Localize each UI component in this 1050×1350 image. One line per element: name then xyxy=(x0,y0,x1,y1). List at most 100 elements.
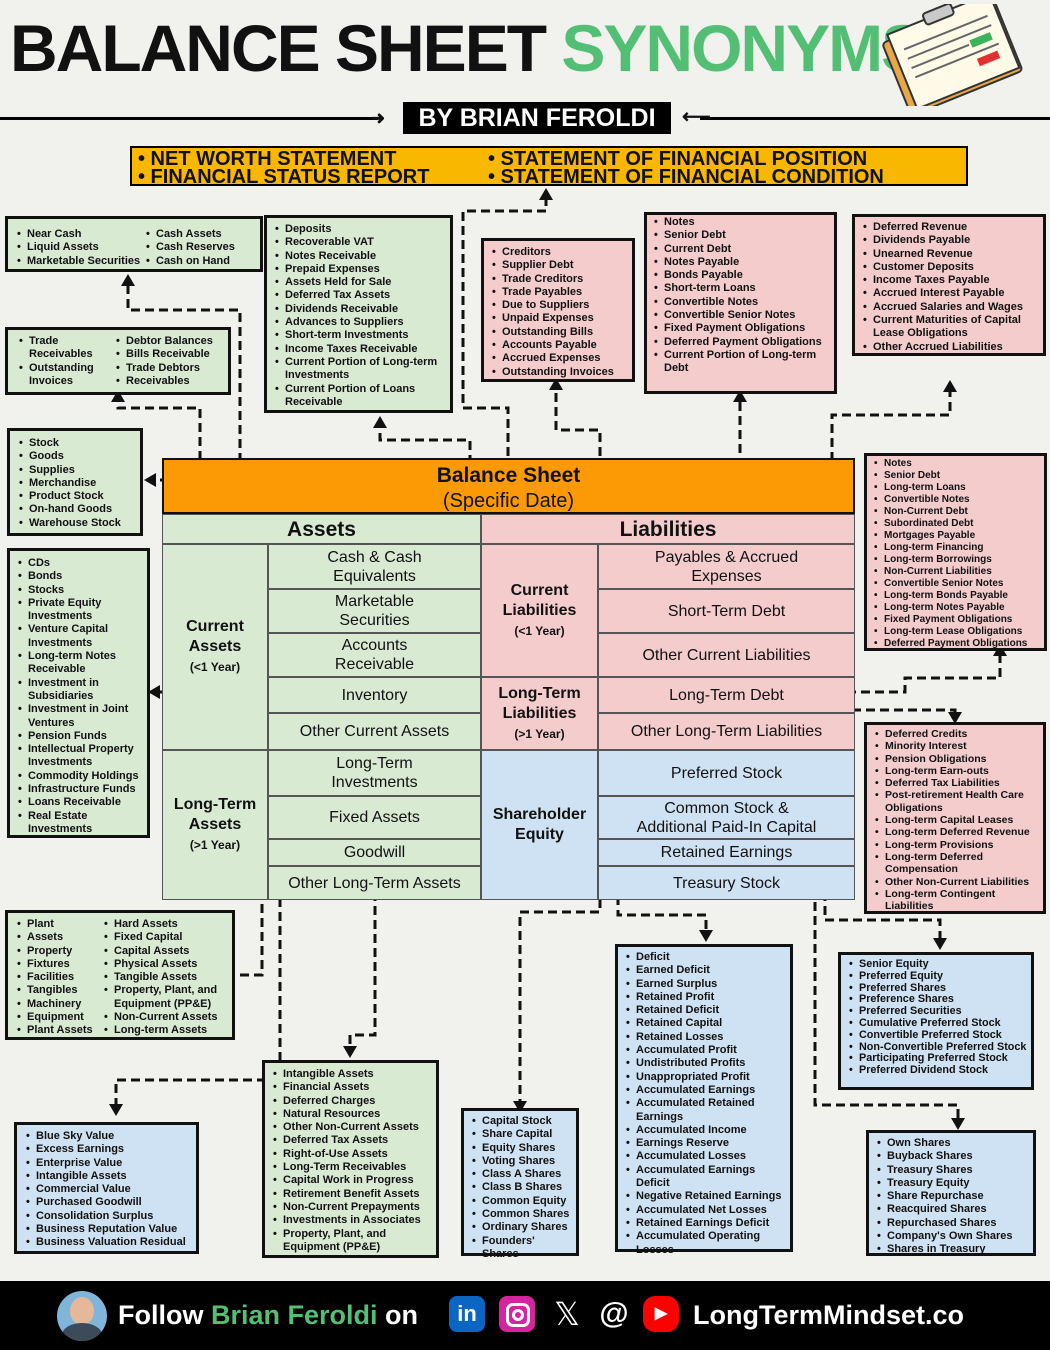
shareholder-equity-title: Shareholder Equity xyxy=(492,806,587,843)
synonym-item: Long-term Deferred Revenue xyxy=(875,826,1041,839)
synonym-item: Buyback Shares xyxy=(877,1150,1030,1164)
item-long-term-investments: Long-Term Investments xyxy=(268,750,481,796)
synonym-item: Long-term Financing xyxy=(874,542,1042,554)
item-goodwill: Goodwill xyxy=(268,839,481,866)
synonym-item: Trade Payables xyxy=(492,286,629,300)
receivables-synonyms-left: Trade ReceivablesOutstanding Invoices xyxy=(16,335,113,388)
synonym-financial-position: • STATEMENT OF FINANCIAL POSITION xyxy=(488,148,868,170)
synonym-item: Financial Assets xyxy=(273,1081,433,1095)
synonym-item: Private Equity Investments xyxy=(18,597,144,624)
synonym-item: Machinery xyxy=(17,998,101,1012)
synonym-item: Prepaid Expenses xyxy=(275,263,446,277)
item-retained-earnings: Retained Earnings xyxy=(598,839,855,866)
long-term-liabilities-term: (>1 Year) xyxy=(514,726,565,741)
synonym-item: Long-term Earn-outs xyxy=(875,765,1041,778)
synonym-item: Outstanding Invoices xyxy=(492,366,629,380)
synonym-item: Short-term Loans xyxy=(654,282,831,296)
footer-website[interactable]: LongTermMindset.co xyxy=(693,1300,965,1330)
retained-earnings-synonyms-list: DeficitEarned DeficitEarned SurplusRetai… xyxy=(623,951,787,1257)
synonym-item: Long-term Assets xyxy=(104,1024,229,1038)
synonym-item: Current Portion of Long-term Investments xyxy=(275,356,446,383)
synonym-item: Dividends Payable xyxy=(863,234,1040,248)
synonym-item: Other Non-Current Assets xyxy=(273,1121,433,1135)
title-accent: SYNONYMS xyxy=(561,11,925,85)
synonym-item: Unpaid Expenses xyxy=(492,312,629,326)
byline-rule-left xyxy=(0,117,378,120)
other-lt-assets-synonyms-box: Intangible AssetsFinancial AssetsDeferre… xyxy=(262,1060,439,1258)
long-term-liabilities-label: Long-Term Liabilities (>1 Year) xyxy=(481,677,598,750)
synonym-item: Product Stock xyxy=(19,490,136,504)
synonym-item: Founders' Shares xyxy=(472,1235,573,1262)
linkedin-icon[interactable]: in xyxy=(449,1296,485,1332)
footer-name: Brian Feroldi xyxy=(211,1300,378,1330)
synonym-item: CDs xyxy=(18,557,144,571)
synonym-item: Goods xyxy=(19,450,136,464)
treasury-stock-synonyms-list: Own SharesBuyback SharesTreasury SharesT… xyxy=(874,1137,1030,1257)
balance-sheet-subtitle: (Specific Date) xyxy=(442,490,575,512)
synonym-item: Share Repurchase xyxy=(877,1190,1030,1204)
threads-icon[interactable]: @ xyxy=(599,1297,629,1330)
other-current-assets-synonyms-box: DepositsRecoverable VATNotes ReceivableP… xyxy=(264,215,453,413)
synonym-item: Accrued Interest Payable xyxy=(863,287,1040,301)
item-other-current-liabilities: Other Current Liabilities xyxy=(598,633,855,677)
synonym-item: Share Capital xyxy=(472,1128,573,1142)
synonym-item: Liquid Assets xyxy=(17,241,143,255)
long-term-assets-term: (>1 Year) xyxy=(189,838,241,852)
instagram-icon[interactable] xyxy=(499,1296,535,1332)
synonym-item: Stock xyxy=(19,437,136,451)
synonym-item: Long-term Borrowings xyxy=(874,554,1042,566)
synonym-item: Supplier Debt xyxy=(492,259,629,273)
synonym-item: Earned Deficit xyxy=(626,964,787,978)
lt-investments-synonyms-list: CDsBondsStocksPrivate Equity Investments… xyxy=(15,557,144,836)
synonym-item: Long-term Loans xyxy=(874,482,1042,494)
item-marketable-securities: Marketable Securities xyxy=(268,589,481,633)
synonym-item: Notes xyxy=(654,216,831,230)
payables-synonyms-list: CreditorsSupplier DebtTrade CreditorsTra… xyxy=(489,246,629,379)
current-assets-term: (<1 Year) xyxy=(189,660,241,674)
synonym-item: Near Cash xyxy=(17,228,143,242)
synonyms-banner: • NET WORTH STATEMENT • FINANCIAL STATUS… xyxy=(130,146,968,187)
synonym-item: Earned Surplus xyxy=(626,978,787,992)
synonym-item: Cash on Hand xyxy=(146,255,256,269)
synonym-item: Accumulated Retained Earnings xyxy=(626,1097,787,1124)
synonym-item: Long-term Lease Obligations xyxy=(874,626,1042,638)
youtube-icon[interactable]: ▶ xyxy=(643,1296,679,1332)
synonym-item: Income Taxes Receivable xyxy=(275,343,446,357)
synonym-item: Capital Stock xyxy=(472,1115,573,1129)
synonym-item: Tangibles xyxy=(17,984,101,998)
synonym-item: Merchandise xyxy=(19,477,136,491)
synonym-item: Deferred Revenue xyxy=(863,221,1040,235)
synonym-item: Excess Earnings xyxy=(26,1143,193,1157)
synonym-item: Retained Deficit xyxy=(626,1004,787,1018)
synonym-item: Preference Shares xyxy=(849,994,1028,1006)
shareholder-equity-label: Shareholder Equity xyxy=(481,750,598,900)
synonym-item: Accumulated Earnings Deficit xyxy=(626,1164,787,1191)
synonym-item: Common Shares xyxy=(472,1208,573,1222)
other-lt-liabilities-synonyms-box: Deferred CreditsMinority InterestPension… xyxy=(864,722,1046,914)
synonym-net-worth: • NET WORTH STATEMENT xyxy=(138,148,397,170)
synonym-item: Current Portion of Long-term Debt xyxy=(654,349,831,376)
synonym-item: Fixtures xyxy=(17,958,101,972)
synonym-item: Current Debt xyxy=(654,243,831,257)
synonym-item: Property xyxy=(17,945,101,959)
synonym-item: Advances to Suppliers xyxy=(275,316,446,330)
synonym-item: Accrued Salaries and Wages xyxy=(863,301,1040,315)
synonym-item: Other Non-Current Liabilities xyxy=(875,876,1041,889)
item-payables: Payables & Accrued Expenses xyxy=(598,544,855,589)
synonym-item: Property, Plant, and Equipment (PP&E) xyxy=(104,984,229,1011)
synonym-item: Deferred Payment Obligations xyxy=(654,336,831,350)
synonym-item: Due to Suppliers xyxy=(492,299,629,313)
fixed-assets-synonyms-right: Hard AssetsFixed CapitalCapital AssetsPh… xyxy=(101,918,229,1038)
synonym-item: Convertible Notes xyxy=(654,296,831,310)
footer: Follow Brian Feroldi on in 𝕏 @ ▶ LongTer… xyxy=(0,1281,1050,1350)
synonym-item: Long-Term Receivables xyxy=(273,1161,433,1175)
synonym-item: Convertible Preferred Stock xyxy=(849,1029,1028,1042)
synonym-item: Notes Payable xyxy=(654,256,831,270)
synonym-item: Cash Assets xyxy=(146,228,256,242)
preferred-stock-synonyms-list: Senior EquityPreferred EquityPreferred S… xyxy=(846,958,1028,1077)
synonym-item: Deferred Tax Assets xyxy=(273,1134,433,1148)
synonym-item: Marketable Securities xyxy=(17,255,143,269)
x-icon[interactable]: 𝕏 xyxy=(554,1296,580,1332)
synonym-item: Non-Current Prepayments xyxy=(273,1201,433,1215)
synonym-item: Company's Own Shares xyxy=(877,1230,1030,1244)
